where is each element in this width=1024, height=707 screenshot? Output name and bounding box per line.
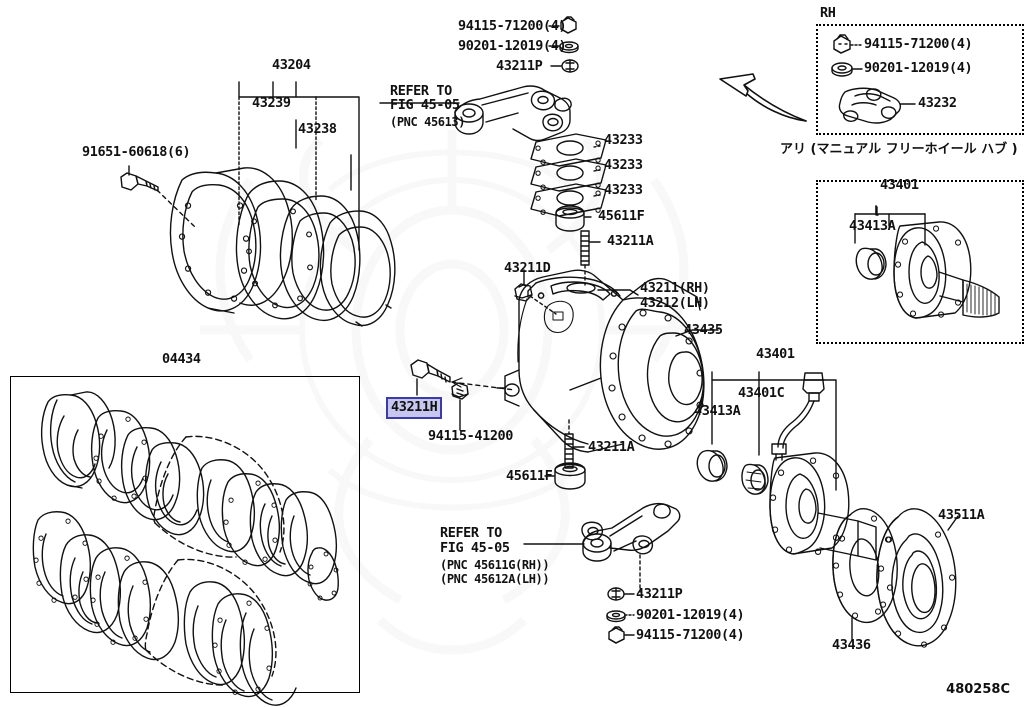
label-43233-a: 43233 (604, 132, 643, 148)
label-94115-71200-rh: 94115-71200(4) (864, 36, 973, 52)
stud-43211A-top (580, 230, 590, 266)
refer-to-top-line2: FIG 45-05 (390, 97, 460, 113)
label-43212-lh: 43212(LH) (640, 295, 710, 311)
label-43211H-highlighted[interactable]: 43211H (386, 397, 443, 419)
arrowhead-43211H (451, 377, 463, 388)
label-43211A-top: 43211A (607, 233, 654, 249)
label-43211D: 43211D (504, 260, 551, 276)
label-94115-71200-top: 94115-71200(4) (458, 18, 567, 34)
kit-04434-panel (10, 376, 360, 693)
nut-94115-41200 (451, 382, 469, 400)
label-45611F-bottom: 45611F (506, 468, 553, 484)
fastener-90201-12019-bottom (606, 610, 626, 623)
dash-43211H (451, 381, 516, 391)
label-43233-b: 43233 (604, 157, 643, 173)
fastener-94115-71200-bottom (608, 626, 625, 644)
label-rh-title: RH (820, 5, 836, 21)
label-94115-71200-bottom: 94115-71200(4) (636, 627, 745, 643)
free-wheel-hub-panel (816, 180, 1024, 344)
bushing-45611F-top (555, 205, 585, 232)
gasket-43233-c (530, 183, 607, 217)
label-43211P-bottom: 43211P (636, 586, 683, 602)
bolt-91651 (120, 172, 159, 192)
refer-to-bottom-line3: (PNC 45611G(RH)) (440, 558, 550, 572)
fastener-43211P-top (561, 59, 579, 73)
diagram-id: 480258C (946, 682, 1010, 697)
label-43211P-top: 43211P (496, 58, 543, 74)
label-43413A-hub: 43413A (849, 218, 896, 234)
knuckle-arm-top (454, 85, 572, 142)
refer-to-top-line3: (PNC 45613) (390, 115, 466, 129)
label-43401-hub: 43401 (880, 177, 919, 193)
leader-43233-b (593, 169, 601, 172)
label-90201-12019-rh: 90201-12019(4) (864, 60, 973, 76)
dash-43211D (529, 295, 557, 315)
refer-to-bottom-line2: FIG 45-05 (440, 540, 510, 556)
leader-43233-a (593, 145, 601, 148)
rh-panel (816, 24, 1024, 135)
label-43401C: 43401C (738, 385, 785, 401)
label-43238: 43238 (298, 121, 337, 137)
label-94115-41200: 94115-41200 (428, 428, 514, 444)
refer-to-top-line1: REFER TO (390, 83, 452, 99)
label-43211A-bottom: 43211A (588, 439, 635, 455)
fastener-43211P-bottom (607, 587, 625, 601)
refer-to-bottom-line4: (PNC 45612A(LH)) (440, 572, 550, 586)
label-free-wheel-hub-caption: アリ (マニュアル フリーホイール ハブ ) (780, 142, 1018, 157)
label-43435: 43435 (684, 322, 723, 338)
leader-43211RH (597, 289, 639, 296)
bolt-43211H (410, 359, 451, 383)
leader-43233-c (593, 194, 601, 197)
label-43413A-right: 43413A (694, 403, 741, 419)
label-04434: 04434 (162, 351, 201, 367)
knuckle-arm-bottom (581, 502, 681, 562)
label-91651-60618: 91651-60618(6) (82, 144, 191, 160)
label-90201-12019-top: 90201-12019(4) (458, 38, 567, 54)
label-43233-c: 43233 (604, 182, 643, 198)
ring-stack-43204 (169, 167, 396, 327)
label-43511A: 43511A (938, 507, 985, 523)
cap-43211D (514, 283, 533, 302)
curved-arrow-left (719, 73, 807, 122)
label-43401-right: 43401 (756, 346, 795, 362)
label-43239: 43239 (252, 95, 291, 111)
bushing-45611F-bottom (554, 462, 586, 490)
label-43232: 43232 (918, 95, 957, 111)
label-43211-rh: 43211(RH) (640, 280, 710, 296)
gasket-43233-a (530, 133, 607, 167)
stud-43211A-bottom (564, 433, 574, 469)
label-43436: 43436 (832, 637, 871, 653)
gasket-43233-b (530, 158, 607, 192)
refer-to-bottom-line1: REFER TO (440, 525, 502, 541)
label-90201-12019-bottom: 90201-12019(4) (636, 607, 745, 623)
label-43204: 43204 (272, 57, 311, 73)
dash-91651 (156, 189, 196, 228)
label-45611F-top: 45611F (598, 208, 645, 224)
